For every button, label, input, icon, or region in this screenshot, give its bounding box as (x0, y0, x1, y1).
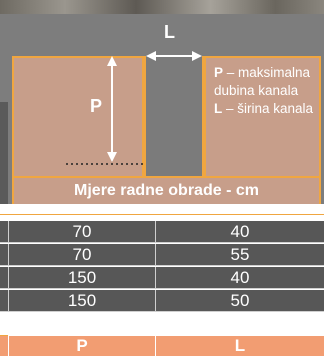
header-edge-divider (0, 335, 8, 336)
table-row: 70 55 (0, 244, 324, 266)
header-depth: P (9, 336, 156, 356)
width-cell: 40 (230, 268, 250, 287)
depth-cell: 150 (9, 290, 156, 311)
caption-band (12, 178, 321, 204)
depth-cell: 70 (9, 221, 156, 242)
width-cell: 40 (230, 222, 250, 241)
legend-l-text: – širina kanala (222, 101, 314, 116)
legend-l-key: L (214, 101, 223, 116)
background-photo-strip (0, 0, 324, 14)
depth-cell: 70 (9, 244, 156, 265)
row-edge-cell (0, 267, 9, 288)
width-arrow (146, 51, 202, 61)
table-row: 150 50 (0, 290, 324, 312)
canal-cut (144, 56, 204, 178)
width-cell: 55 (230, 245, 250, 264)
legend: P – maksimalna dubina kanala L – širina … (214, 64, 320, 118)
legend-p-key: P (214, 65, 224, 80)
width-label: L (164, 22, 175, 42)
dimension-arrows (66, 51, 202, 165)
header-edge-cell (0, 336, 9, 356)
material-block-right (204, 56, 321, 178)
depth-cell: 150 (9, 267, 156, 288)
table-header-row: P L (0, 336, 324, 356)
left-edge-shadow (0, 102, 8, 204)
dimensions-table: 70 40 70 55 150 40 150 50 P L (0, 221, 324, 356)
depth-arrow (107, 56, 117, 162)
width-cell: 50 (230, 291, 250, 310)
row-edge-cell (0, 244, 9, 265)
header-width: L (234, 336, 246, 355)
row-edge-cell (0, 290, 9, 311)
material-block-left (12, 56, 144, 178)
table-row: 150 40 (0, 267, 324, 289)
depth-label: P (90, 96, 103, 116)
diagram-caption: Mjere radne obrade - cm (74, 182, 259, 199)
table-row: 70 40 (0, 221, 324, 243)
legend-p-text: – maksimalna dubina kanala (214, 65, 311, 98)
row-edge-cell (0, 221, 9, 242)
table-top-divider (0, 214, 324, 215)
cutting-diagram: L P P – maksimalna dubina kanala L – šir… (0, 14, 324, 204)
